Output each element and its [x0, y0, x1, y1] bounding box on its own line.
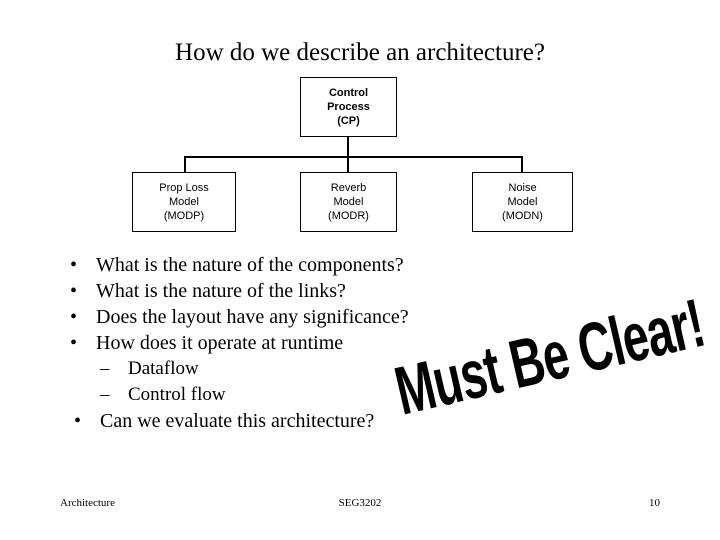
list-item-label: What is the nature of the links?	[96, 280, 346, 302]
bullet-list: • What is the nature of the components? …	[62, 252, 532, 434]
connector-branch-left	[184, 156, 186, 172]
list-item-label: Control flow	[128, 384, 226, 405]
list-item-label: Dataflow	[128, 358, 199, 379]
node-line: Process	[327, 101, 370, 113]
node-line: (MODN)	[502, 210, 543, 222]
diagram-node-noise-model[interactable]: Noise Model (MODN)	[472, 172, 573, 232]
bullet-marker: –	[100, 358, 110, 379]
list-item[interactable]: • What is the nature of the components?	[62, 252, 532, 278]
footer-left-label: Architecture	[60, 497, 115, 509]
slide-footer: Architecture SEG3202 10	[0, 495, 720, 515]
connector-branch-right	[521, 156, 523, 172]
list-item-label: Does the layout have any significance?	[96, 306, 409, 328]
connector-horizontal-bus	[184, 156, 522, 158]
list-item-sub[interactable]: – Dataflow	[62, 356, 532, 382]
connector-branch-middle	[347, 156, 349, 172]
diagram-node-control-process[interactable]: Control Process (CP)	[300, 77, 397, 137]
node-line: Model	[333, 196, 364, 208]
diagram-node-reverb-model[interactable]: Reverb Model (MODR)	[300, 172, 397, 232]
footer-page-number: 10	[649, 497, 660, 509]
node-line: Noise	[508, 182, 537, 194]
node-line: Control	[328, 87, 369, 99]
diagram-node-prop-loss-model[interactable]: Prop Loss Model (MODP)	[132, 172, 236, 232]
page-title: How do we describe an architecture?	[175, 39, 545, 66]
list-item-label: Can we evaluate this architecture?	[100, 410, 375, 432]
node-line: (MODP)	[163, 210, 205, 222]
list-item[interactable]: • Does the layout have any significance?	[62, 304, 532, 330]
bullet-marker: •	[70, 332, 78, 354]
node-line: Model	[169, 196, 199, 208]
bullet-marker: •	[74, 410, 82, 432]
list-item[interactable]: • How does it operate at runtime	[62, 330, 532, 356]
bullet-marker: •	[70, 306, 78, 328]
list-item[interactable]: • Can we evaluate this architecture?	[62, 408, 532, 434]
list-item-label: What is the nature of the components?	[96, 254, 404, 276]
node-line: Reverb	[330, 182, 367, 194]
list-item[interactable]: • What is the nature of the links?	[62, 278, 532, 304]
list-item-sub[interactable]: – Control flow	[62, 382, 532, 408]
bullet-marker: •	[70, 280, 78, 302]
connector-root-stem	[347, 137, 349, 157]
bullet-marker: •	[70, 254, 78, 276]
node-line: (MODR)	[328, 210, 369, 222]
footer-center-label: SEG3202	[338, 497, 382, 509]
node-line: Prop Loss	[159, 182, 209, 194]
architecture-diagram: Control Process (CP) Prop Loss Model (MO…	[0, 0, 720, 245]
list-item-label: How does it operate at runtime	[96, 332, 344, 354]
node-line: Model	[507, 196, 538, 208]
node-line: (CP)	[337, 115, 360, 127]
bullet-marker: –	[100, 384, 110, 405]
